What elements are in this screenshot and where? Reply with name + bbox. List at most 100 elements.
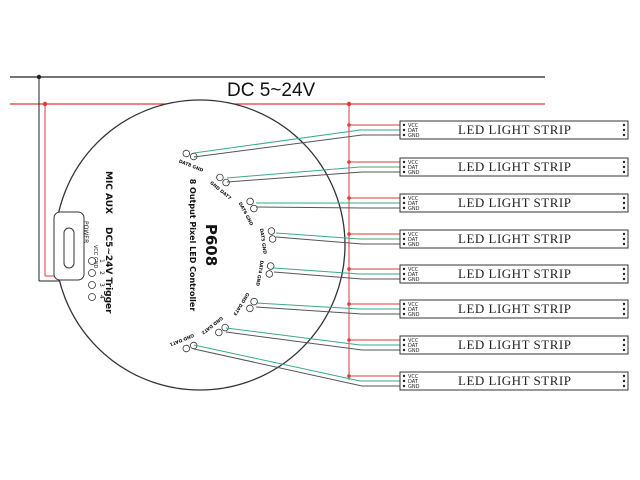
strip-end-pin xyxy=(622,277,626,281)
strip-pin xyxy=(402,312,406,316)
strip-pin xyxy=(402,379,406,383)
strip-pin xyxy=(402,267,406,271)
gnd-wire xyxy=(255,206,403,209)
controller: P608 8 Output Pixel LED Controller MIC A… xyxy=(53,99,346,391)
data-wire xyxy=(225,327,403,346)
port-terminal xyxy=(221,323,229,332)
strip-pin-label: DAT xyxy=(408,201,419,207)
junction-positive xyxy=(42,101,48,107)
strip-pin xyxy=(402,201,406,205)
gnd-wire xyxy=(275,236,403,245)
data-wire xyxy=(275,232,403,240)
strip-pin xyxy=(402,302,406,306)
power-label: POWER xyxy=(82,221,89,243)
strip-end-pin xyxy=(622,196,626,200)
strip-pin-label: DAT xyxy=(408,272,419,278)
strip-pin xyxy=(402,307,406,311)
strip-end-pin xyxy=(622,170,626,174)
gnd-wire xyxy=(193,348,403,387)
vcc-junction xyxy=(347,160,351,164)
strip-body xyxy=(399,229,629,249)
strip-pin xyxy=(402,374,406,378)
strip-label: LED LIGHT STRIP xyxy=(458,301,571,316)
port-terminal xyxy=(268,235,277,243)
strip-pin xyxy=(402,384,406,388)
strip-label: LED LIGHT STRIP xyxy=(458,159,571,174)
strip-pin-label: GND xyxy=(408,312,420,318)
strip-end-pin xyxy=(622,379,626,383)
vcc-bus-junction xyxy=(346,101,352,107)
trigger-channel-label: 4 xyxy=(98,295,105,299)
strip-label: LED LIGHT STRIP xyxy=(458,195,571,210)
strip-body xyxy=(399,299,629,319)
strip-end-pin xyxy=(622,206,626,210)
strip-pin-label: GND xyxy=(408,170,420,176)
port-terminal xyxy=(182,149,190,158)
trigger-label: DC5~24V Trigger xyxy=(103,227,113,314)
strip-end-pin xyxy=(622,348,626,352)
trigger-terminal xyxy=(88,257,96,265)
strip-pin xyxy=(402,196,406,200)
strip-body xyxy=(399,264,629,284)
strip-pin-label: VCC xyxy=(408,302,419,308)
strip-pin-label: DAT xyxy=(408,379,419,385)
vcc-junction xyxy=(347,123,351,127)
data-wire xyxy=(226,166,403,179)
gnd-wire xyxy=(255,306,403,315)
strip-label: LED LIGHT STRIP xyxy=(458,266,571,281)
strip-end-pin xyxy=(622,312,626,316)
junction-negative xyxy=(36,74,42,80)
port-terminal xyxy=(265,270,274,278)
port-terminal xyxy=(182,344,190,353)
port-terminal xyxy=(267,227,276,235)
strip-end-pin xyxy=(622,237,626,241)
port-terminal xyxy=(246,304,254,313)
gnd-wire xyxy=(193,134,403,158)
strip-label: LED LIGHT STRIP xyxy=(458,231,571,246)
strip-end-pin xyxy=(622,338,626,342)
strip-pin xyxy=(402,272,406,276)
strip-pin xyxy=(402,123,406,127)
strip-end-pin xyxy=(622,242,626,246)
strip-end-pin xyxy=(622,302,626,306)
mic-aux-label: MIC AUX xyxy=(103,171,113,214)
port-terminal xyxy=(215,328,223,337)
strip-pin xyxy=(402,232,406,236)
strip-end-pin xyxy=(622,201,626,205)
strip-body xyxy=(399,157,629,177)
strip-pin xyxy=(402,237,406,241)
strip-body xyxy=(399,193,629,213)
strip-pin-label: DAT xyxy=(408,343,419,349)
trigger-terminal xyxy=(88,293,96,301)
strip-end-pin xyxy=(622,267,626,271)
controller-model: P608 xyxy=(202,224,220,266)
data-wire xyxy=(193,129,403,154)
vcc-junction xyxy=(347,338,351,342)
strip-body xyxy=(399,120,629,140)
strip-pin xyxy=(402,348,406,352)
strip-end-pin xyxy=(622,165,626,169)
strip-pin-label: VCC xyxy=(408,267,419,273)
strip-pin-label: DAT xyxy=(408,165,419,171)
vcc-gnd-label: VCC GND xyxy=(92,245,98,269)
strip-pin-label: GND xyxy=(408,133,420,139)
port-label: DAT4 GND xyxy=(254,260,264,287)
strip-pin xyxy=(402,160,406,164)
strip-end-pin xyxy=(622,128,626,132)
output-port: DAT5 GND xyxy=(258,227,277,255)
output-port: DAT4 GND xyxy=(254,260,275,287)
strip-pin xyxy=(402,338,406,342)
strip-body xyxy=(399,371,629,391)
strip-pin-label: VCC xyxy=(408,160,419,166)
trigger-terminal xyxy=(88,269,96,277)
port-terminal xyxy=(246,197,254,206)
strip-end-pin xyxy=(622,133,626,137)
strip-pin-label: VCC xyxy=(408,374,419,380)
